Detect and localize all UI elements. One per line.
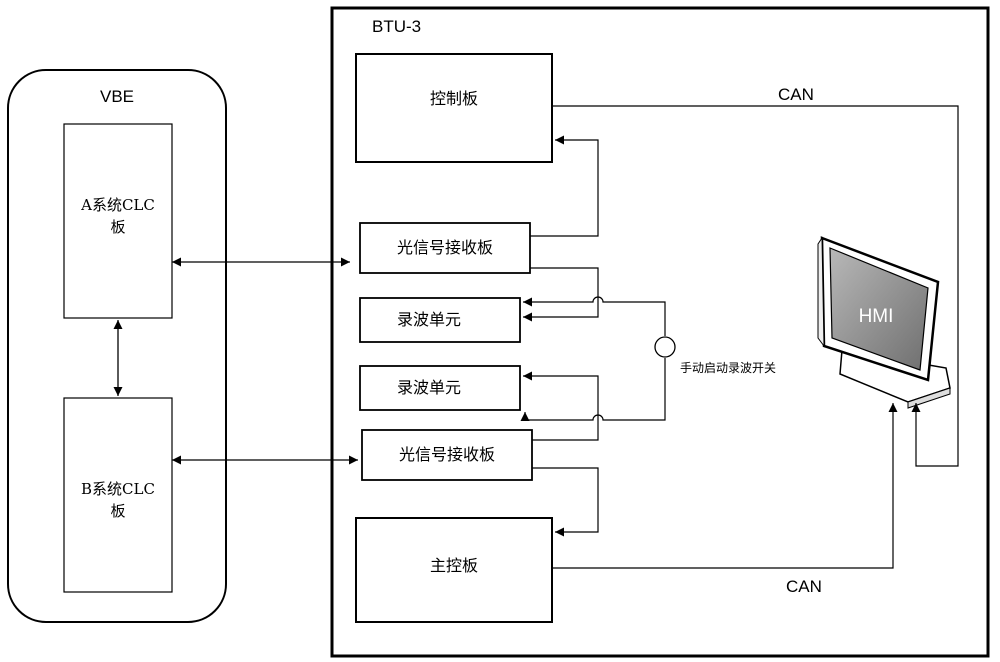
can-label-bottom: CAN	[786, 577, 822, 596]
clc-b-board	[63, 397, 173, 593]
main-control-board	[355, 517, 553, 623]
vbe-title: VBE	[100, 87, 134, 106]
clc-a-label-line1: A系统CLC	[80, 196, 155, 214]
manual-switch-icon[interactable]	[654, 336, 676, 358]
clc-a-board	[63, 123, 173, 319]
link-optical-top-recorder	[523, 267, 599, 322]
link-switch-recorder-top	[523, 296, 666, 336]
recorder-bottom-label: 录波单元	[397, 379, 461, 397]
hmi-label: HMI	[859, 306, 894, 327]
manual-switch-label: 手动启动录波开关	[680, 361, 776, 375]
control-board	[355, 53, 553, 163]
link-can-control-hmi	[552, 105, 959, 467]
recorder-unit-top	[359, 297, 521, 343]
clc-a-label-line2: 板	[110, 218, 125, 236]
optical-receiver-bottom-label: 光信号接收板	[399, 446, 495, 464]
hmi-monitor-icon	[817, 236, 951, 409]
btu-title: BTU-3	[372, 17, 421, 36]
can-label-top: CAN	[778, 85, 814, 104]
optical-receiver-board-bottom	[361, 429, 533, 481]
control-board-label: 控制板	[430, 90, 478, 108]
recorder-top-label: 录波单元	[397, 311, 461, 329]
main-control-board-label: 主控板	[430, 557, 478, 575]
clc-b-label-line2: 板	[110, 502, 125, 520]
optical-receiver-board-top	[359, 222, 531, 274]
optical-receiver-top-label: 光信号接收板	[397, 239, 493, 257]
clc-b-label-line1: B系统CLC	[81, 480, 155, 498]
link-optical-bottom-recorder	[523, 371, 599, 441]
recorder-unit-bottom	[359, 365, 521, 411]
link-optical-bottom-main	[532, 467, 599, 537]
link-optical-top-control	[530, 135, 599, 237]
link-can-main-hmi	[552, 403, 898, 569]
link-switch-recorder-bottom	[520, 358, 666, 421]
